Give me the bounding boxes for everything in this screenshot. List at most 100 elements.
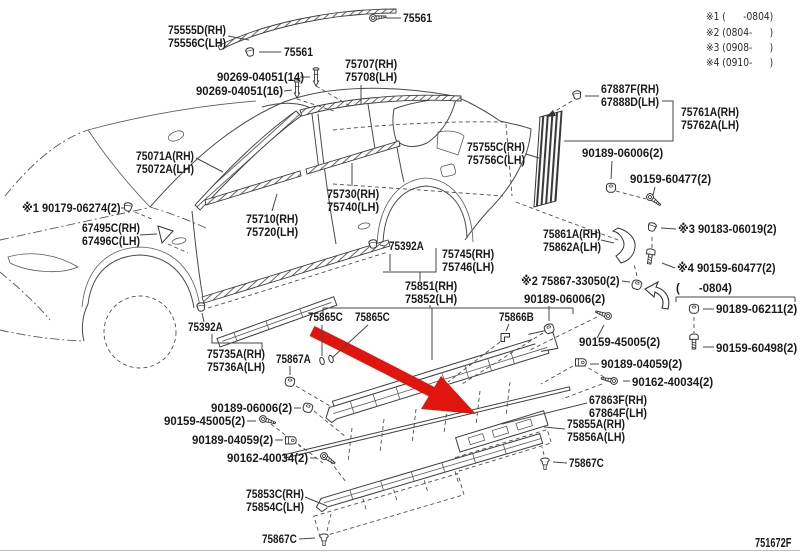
part-labels: 75555D(RH) 75556C(LH) 75561 75561 90269-…	[22, 11, 797, 550]
label-fr-pad-rh: 75735A(RH)	[207, 347, 265, 361]
label-75867a: 75867A	[276, 352, 311, 366]
grommet-icon	[301, 401, 314, 414]
cowl-garnish-part	[157, 225, 174, 245]
label-ref1-retainer: ※1 90179-06274(2)	[22, 201, 121, 215]
black-out-tape-part	[332, 100, 622, 242]
label-grommet-06006-mid: 90189-06006(2)	[524, 292, 605, 306]
label-screw-40034-l: 90162-40034(2)	[227, 451, 308, 465]
label-grommet-06211: 90189-06211(2)	[716, 302, 797, 316]
screw-icon	[258, 414, 277, 427]
label-bracket-rh: 75861A(RH)	[543, 227, 601, 241]
bolt-icon	[644, 247, 656, 265]
label-75867c-r: 75867C	[569, 456, 604, 470]
label-cowl-garnish-rh: 67495C(RH)	[82, 221, 140, 235]
pin-icon	[312, 67, 320, 87]
clip-icon	[646, 221, 658, 233]
label-sill-prot-lh: 75854C(LH)	[246, 500, 304, 514]
label-grommet-06006-top: 90189-06006(2)	[582, 146, 663, 160]
label-qtr-protector-rh: 75745(RH)	[442, 247, 494, 261]
red-highlight-arrow	[309, 326, 476, 414]
clip-icon	[500, 333, 510, 342]
label-drip-mold-lh: 75708(LH)	[345, 70, 397, 84]
grommet-icon	[605, 182, 617, 193]
label-bolt-60498: 90159-60498(2)	[716, 341, 797, 355]
label-bpillar-tape-lh: 75756C(LH)	[467, 153, 525, 167]
push-clip-icon	[540, 457, 550, 470]
clip-icon	[195, 301, 207, 313]
clip-icon	[575, 358, 587, 367]
label-grommet-06006-left: 90189-06006(2)	[211, 401, 292, 415]
label-bracket-lh: 75862A(LH)	[543, 240, 601, 254]
label-pad-lh: 75856A(LH)	[567, 430, 625, 444]
grommet-icon	[284, 376, 296, 388]
label-film-lh: 67864F(LH)	[589, 406, 647, 420]
rocker-film-part	[283, 386, 571, 459]
label-date-0804: ( -0804)	[676, 281, 732, 295]
legend-line-2: ※2 (0804- )	[706, 27, 773, 39]
leader-lines	[121, 17, 796, 540]
fastener-icons	[122, 12, 700, 546]
car-body-sketch	[0, 87, 532, 369]
label-screw-roof-16: 90269-04051(16)	[196, 84, 283, 98]
label-pillar-clip-lh: 67888D(LH)	[601, 95, 659, 109]
push-clip-icon	[319, 533, 329, 546]
label-75866b: 75866B	[499, 310, 534, 324]
label-75561-b: 75561	[284, 45, 313, 59]
label-ref4-screw: ※4 90159-60477(2)	[677, 261, 776, 275]
bolt-icon	[689, 333, 699, 350]
label-clip-04059-r: 90189-04059(2)	[601, 357, 682, 371]
screw-icon	[644, 191, 663, 209]
label-ref2-clip: ※2 75867-33050(2)	[521, 274, 620, 288]
clip-icon	[122, 201, 134, 213]
bracket-part	[611, 227, 636, 264]
label-ref3-clip: ※3 90183-06019(2)	[678, 222, 777, 236]
oval-clip-icon	[327, 354, 335, 364]
label-75392a-bottom: 75392A	[188, 320, 223, 334]
label-pillar-applique-lh: 75762A(LH)	[681, 118, 739, 132]
grommet-icon	[630, 278, 644, 291]
screw-icon	[368, 12, 387, 23]
clip-icon	[285, 436, 297, 445]
label-fr-pad-lh: 75736A(LH)	[207, 360, 265, 374]
oval-clip-icon	[318, 356, 326, 366]
sill-protector-part	[313, 433, 544, 538]
label-rr-belt-lh: 75740(LH)	[327, 200, 379, 214]
screw-icon	[594, 307, 613, 321]
label-ws-mold-lh: 75072A(LH)	[136, 162, 194, 176]
label-75867c-l: 75867C	[262, 532, 297, 546]
label-75392a-mid: 75392A	[389, 239, 424, 253]
label-screw-45005-l: 90159-45005(2)	[164, 414, 245, 428]
curved-guide-arrow	[644, 280, 670, 310]
label-roof-mold-lh: 75556C(LH)	[168, 36, 226, 50]
legend-line-3: ※3 (0908- )	[706, 42, 773, 54]
label-clip-04059-l: 90189-04059(2)	[192, 433, 273, 447]
clip-icon	[571, 89, 583, 101]
label-pillar-clip-rh: 67887F(RH)	[601, 82, 659, 96]
label-film-rh: 67863F(RH)	[589, 393, 647, 407]
label-qtr-protector-lh: 75746(LH)	[442, 260, 494, 274]
label-fr-belt-lh: 75720(LH)	[246, 225, 298, 239]
legend-line-4: ※4 (0910- )	[706, 57, 773, 69]
label-cowl-garnish-lh: 67496C(LH)	[82, 234, 140, 248]
roof-moulding-part	[217, 8, 397, 112]
label-bpillar-tape-rh: 75755C(RH)	[467, 140, 525, 154]
label-pillar-applique-rh: 75761A(RH)	[681, 105, 739, 119]
diagram-code: 751672F	[755, 535, 791, 550]
label-screw-60477: 90159-60477(2)	[630, 172, 711, 186]
label-pad-rh: 75855A(RH)	[567, 417, 625, 431]
clip-icon	[244, 46, 256, 58]
label-rocker-mold-rh: 75851(RH)	[405, 279, 457, 293]
assembly-dash-guides	[134, 190, 695, 532]
label-rr-belt-rh: 75730(RH)	[327, 187, 379, 201]
legend-line-1: ※1 ( -0804)	[706, 11, 773, 23]
label-screw-roof-14: 90269-04051(14)	[217, 70, 304, 84]
grommet-icon	[688, 303, 700, 314]
label-75865c-b: 75865C	[355, 310, 390, 324]
label-roof-mold-rh: 75555D(RH)	[168, 23, 226, 37]
label-drip-mold-rh: 75707(RH)	[345, 57, 397, 71]
label-75561-a: 75561	[403, 11, 432, 25]
label-ws-mold-rh: 75071A(RH)	[136, 149, 194, 163]
label-screw-40034-r: 90162-40034(2)	[632, 375, 713, 389]
